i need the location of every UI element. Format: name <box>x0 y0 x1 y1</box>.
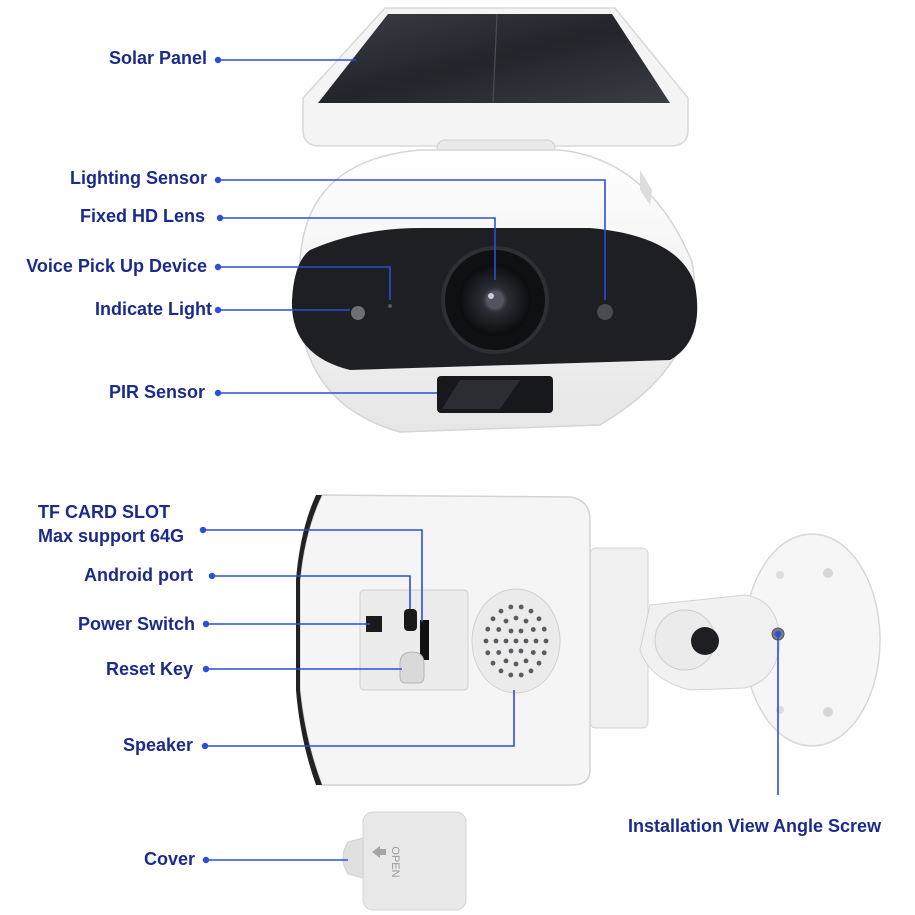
label-reset-key: Reset Key <box>105 659 193 679</box>
speaker-hole <box>523 638 529 644</box>
pir-sensor <box>437 376 553 413</box>
speaker-hole <box>530 650 536 655</box>
speaker-hole <box>528 668 534 674</box>
speaker-hole <box>503 638 509 644</box>
speaker-hole <box>533 638 539 644</box>
speaker-hole <box>498 668 504 674</box>
cover-open-text: OPEN <box>389 846 401 877</box>
lighting-sensor <box>597 304 613 320</box>
speaker-hole <box>483 638 489 644</box>
speaker-hole <box>541 626 547 632</box>
speaker-hole <box>496 627 502 632</box>
wall-mount <box>589 533 881 747</box>
label-installation-screw: Installation View Angle Screw <box>628 816 882 836</box>
speaker-hole <box>508 672 514 678</box>
label-voice-pickup: Voice Pick Up Device <box>26 256 207 276</box>
speaker-hole <box>536 616 542 622</box>
label-fixed-hd-lens: Fixed HD Lens <box>79 206 205 226</box>
reset-key <box>399 651 425 684</box>
leader-lines <box>203 59 779 861</box>
speaker-hole <box>518 672 524 678</box>
speaker-hole <box>485 626 491 632</box>
android-port <box>404 609 417 631</box>
label-speaker: Speaker <box>122 735 193 755</box>
speaker-hole <box>485 650 491 656</box>
cover-piece: OPEN <box>342 811 467 911</box>
speaker-hole <box>513 661 519 667</box>
label-lighting-sensor: Lighting Sensor <box>70 168 207 188</box>
speaker-hole <box>518 648 524 654</box>
speaker-hole <box>528 608 534 614</box>
label-power-switch: Power Switch <box>77 614 195 634</box>
speaker-hole <box>493 638 499 644</box>
speaker-hole <box>523 618 529 624</box>
indicate-light <box>351 306 365 320</box>
speaker-hole <box>508 628 514 634</box>
label-indicate-light: Indicate Light <box>95 299 212 319</box>
label-cover: Cover <box>143 849 195 869</box>
port-bay <box>359 589 469 691</box>
speaker-hole <box>543 638 549 644</box>
speaker-hole <box>490 616 496 622</box>
speaker-hole <box>508 648 514 654</box>
speaker-hole <box>496 650 502 655</box>
speaker-hole <box>503 658 509 664</box>
speaker-hole <box>508 604 514 610</box>
label-solar-panel: Solar Panel <box>108 48 207 68</box>
solar-panel <box>302 7 689 147</box>
speaker <box>471 588 561 694</box>
speaker-hole <box>498 608 504 614</box>
label-android-port: Android port <box>84 565 193 585</box>
tf-card-slot <box>420 620 429 660</box>
speaker-hole <box>541 650 547 656</box>
leader-dots <box>199 56 782 864</box>
speaker-hole <box>523 658 529 664</box>
power-switch <box>366 616 382 632</box>
label-tf-card-slot: TF CARD SLOT <box>38 502 170 522</box>
speaker-hole <box>536 660 542 666</box>
label-pir-sensor: PIR Sensor <box>108 382 205 402</box>
speaker-hole <box>513 615 519 621</box>
speaker-hole <box>490 660 496 666</box>
speaker-hole <box>518 604 524 610</box>
speaker-hole <box>503 618 509 624</box>
voice-pickup-hole <box>388 304 392 308</box>
speaker-hole <box>513 638 519 644</box>
speaker-hole <box>530 627 536 632</box>
label-tf-card-support: Max support 64G <box>38 526 185 546</box>
speaker-hole <box>518 628 524 634</box>
